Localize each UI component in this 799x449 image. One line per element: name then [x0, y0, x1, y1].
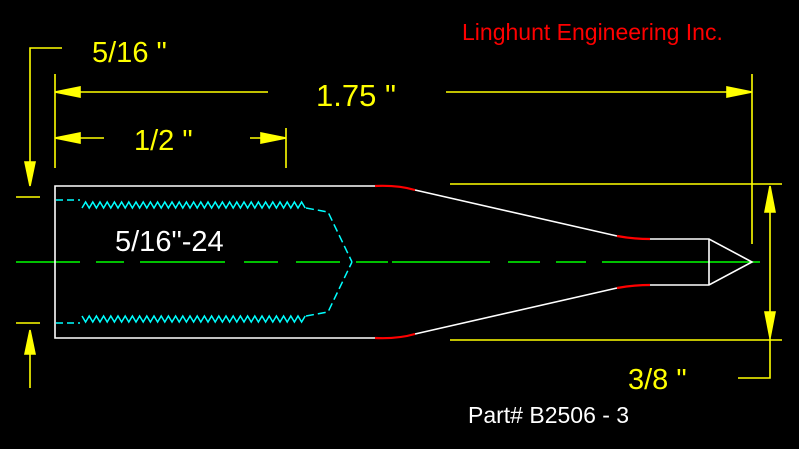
body-outline	[54, 185, 375, 339]
dim-length-arrow-right	[726, 86, 753, 98]
tip-outline	[650, 238, 754, 286]
dim-diameter-arrow-down	[24, 161, 36, 187]
thread-zigzag-bottom	[81, 314, 306, 324]
dim-diameter-label: 5/16 "	[92, 37, 167, 69]
fillet-top-right	[616, 234, 651, 241]
company-name: Linghunt Engineering Inc.	[462, 19, 723, 45]
thread-callout-label: 5/16"-24	[115, 226, 224, 258]
dim-thread-arrow-left	[54, 132, 81, 144]
fillet-highlights	[374, 184, 651, 340]
dim-length-arrow-left	[54, 86, 81, 98]
dim-tip-diameter-label: 3/8 "	[628, 364, 687, 396]
dim-thread-arrow-right	[260, 132, 287, 144]
dimension-lines	[16, 47, 782, 388]
part-outline	[54, 185, 754, 339]
dim-tip-leader	[738, 338, 771, 379]
fillet-bottom-right	[616, 283, 651, 290]
dim-thread-depth-label: 1/2 "	[134, 125, 193, 157]
dim-length-label: 1.75 "	[316, 78, 396, 113]
part-number-label: Part# B2506 - 3	[468, 402, 629, 428]
taper-bottom	[414, 287, 618, 335]
dim-tip-arrow-up	[764, 185, 776, 213]
taper-top	[414, 189, 618, 237]
fillet-bottom-left	[374, 332, 416, 340]
fillet-top-left	[374, 184, 416, 192]
thread-zigzag-top	[81, 200, 306, 210]
dim-diameter-leader	[29, 47, 62, 178]
drill-point-top	[305, 207, 353, 263]
dim-tip-arrow-down	[764, 311, 776, 339]
thread-hidden-lines	[56, 199, 353, 324]
drill-point-bottom	[305, 261, 353, 317]
